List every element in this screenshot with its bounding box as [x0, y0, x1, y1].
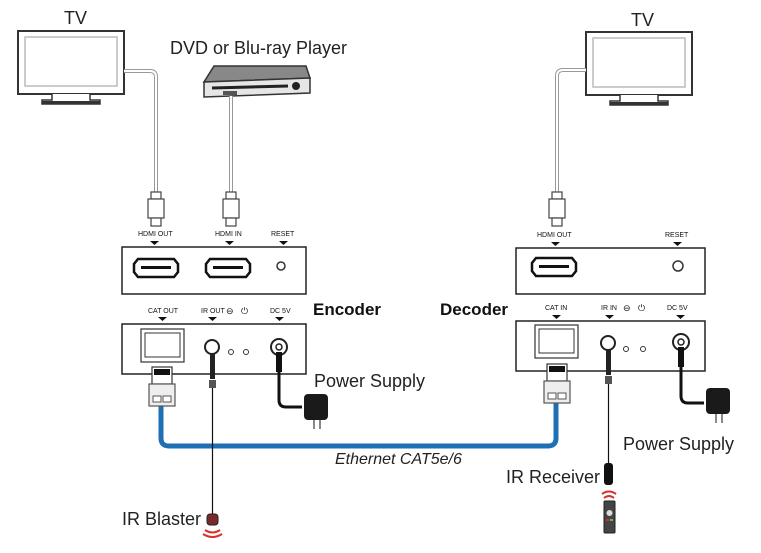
decoder-label: Decoder	[440, 300, 509, 319]
encoder-port-ir-out: IR OUT	[201, 308, 225, 315]
power-adapter-icon	[276, 352, 328, 429]
encoder-label: Encoder	[313, 300, 382, 319]
decoder-port-cat-in: CAT IN	[545, 305, 568, 312]
ethernet-cable	[158, 402, 559, 449]
tv-right-icon	[585, 31, 693, 106]
power-adapter-icon	[678, 347, 730, 423]
ethernet-cable-label: Ethernet CAT5e/6	[335, 451, 462, 468]
tv-left-label: TV	[64, 8, 88, 28]
encoder-port-hdmi-out: HDMI OUT	[138, 231, 173, 238]
power-supply-left-label: Power Supply	[314, 371, 426, 391]
player-label: DVD or Blu-ray Player	[170, 38, 348, 58]
encoder-port-dc-5v: DC 5V	[270, 308, 291, 315]
ir-blaster-label: IR Blaster	[122, 509, 202, 529]
decoder-port-ir-in: IR IN	[601, 305, 617, 312]
decoder-port-hdmi-out: HDMI OUT	[537, 232, 572, 239]
encoder-port-hdmi-in: HDMI IN	[215, 231, 242, 238]
hdmi-plug-icon	[222, 191, 240, 227]
decoder-front-panel	[515, 242, 706, 295]
ir-receiver-icon	[604, 350, 613, 485]
encoder-front-panel	[121, 241, 307, 295]
encoder-rear-panel	[121, 317, 307, 375]
ir-receiver-label: IR Receiver	[506, 467, 601, 487]
link-indicator-icon: ⊖	[226, 306, 234, 316]
hdmi-plug-icon	[147, 191, 165, 227]
encoder-port-cat-out: CAT OUT	[148, 308, 179, 315]
hdmi-plug-icon	[548, 191, 566, 227]
encoder-port-reset: RESET	[271, 231, 295, 238]
power-supply-right-label: Power Supply	[623, 434, 735, 454]
tv-left-icon	[17, 30, 125, 105]
tv-right-label: TV	[631, 10, 655, 30]
power-indicator-icon: ⏻	[638, 303, 646, 313]
rj45-plug-icon	[543, 363, 571, 404]
decoder-port-reset: RESET	[665, 232, 689, 239]
link-indicator-icon: ⊖	[623, 303, 631, 313]
ir-blaster-icon	[202, 354, 223, 538]
decoder-port-dc-5v: DC 5V	[667, 305, 688, 312]
power-indicator-icon: ⏻	[241, 306, 249, 316]
rj45-plug-icon	[148, 366, 176, 407]
remote-control-icon	[601, 490, 617, 534]
dvd-player-icon	[202, 65, 312, 98]
